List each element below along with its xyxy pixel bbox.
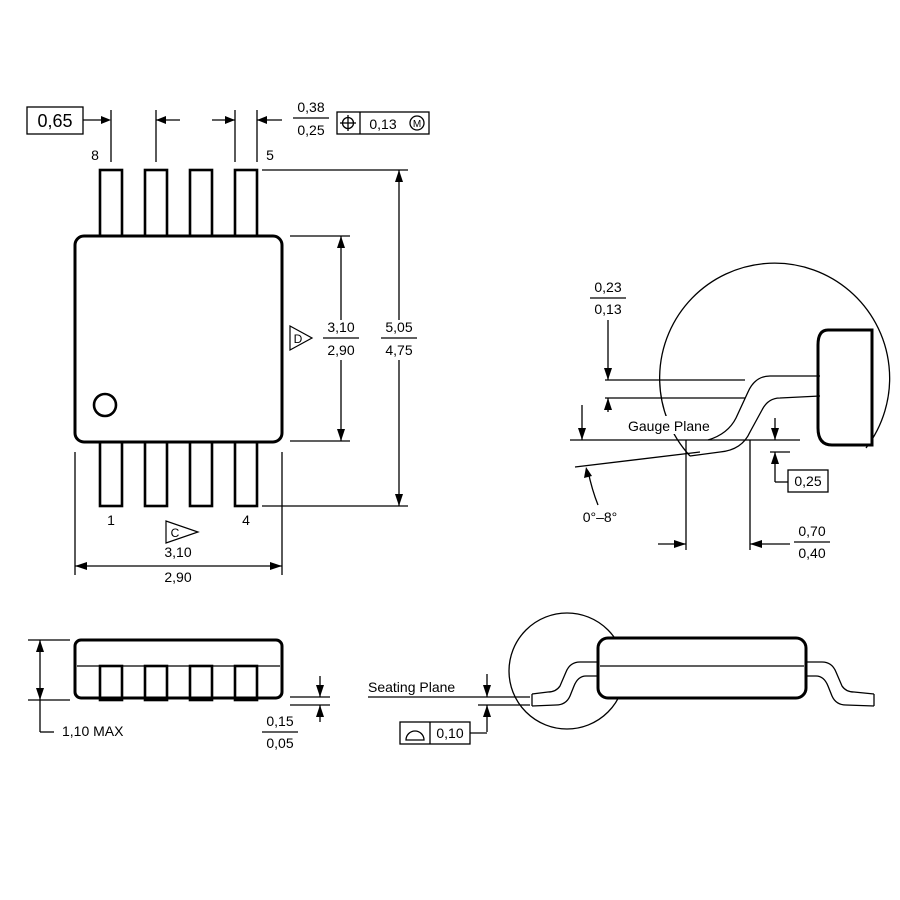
pin-top-6 — [188, 168, 214, 238]
body-length-max: 3,10 — [164, 544, 191, 560]
pin-top-5 — [233, 168, 259, 238]
angle-value: 0°–8° — [583, 509, 618, 525]
pin-top-7 — [143, 168, 169, 238]
position-tolerance-value: 0,13 — [369, 116, 396, 132]
pin-bottom-3 — [188, 440, 214, 508]
pin-bottom-1 — [98, 440, 124, 508]
seating-plane-label: Seating Plane — [368, 679, 455, 695]
pin-number-1: 1 — [107, 512, 115, 528]
overall-width-max: 5,05 — [385, 319, 412, 335]
pitch-value: 0,65 — [37, 111, 72, 131]
datum-d-icon — [289, 324, 314, 352]
overall-width-min: 4,75 — [385, 342, 412, 358]
standoff-min: 0,05 — [266, 735, 293, 751]
foot-length-min: 0,40 — [798, 545, 825, 561]
body-width-max: 3,10 — [327, 319, 354, 335]
body-length-min: 2,90 — [164, 569, 191, 585]
max-height: 1,10 MAX — [62, 723, 124, 739]
package-body — [73, 234, 284, 444]
datum-c-icon — [165, 520, 200, 544]
gauge-plane-label: Gauge Plane — [628, 418, 710, 434]
lead-thickness-max: 0,23 — [594, 279, 621, 295]
top-view: 0,65 0,38 0,25 0,13 M 8 5 1 4 — [26, 99, 430, 585]
pin-bottom-2 — [143, 440, 169, 508]
lead-width-min: 0,25 — [297, 122, 324, 138]
pin-number-8: 8 — [91, 147, 99, 163]
lead-thickness-min: 0,13 — [594, 301, 621, 317]
pin1-marker — [92, 392, 118, 418]
datum-d-label: D — [294, 332, 303, 346]
flatness-icon — [405, 730, 425, 741]
pin-number-4: 4 — [242, 512, 250, 528]
lead-detail: 0,23 0,13 Gauge Plane 0,25 0°–8° 0,70 0,… — [570, 262, 891, 561]
side-body — [73, 638, 284, 700]
position-icon — [340, 115, 356, 131]
standoff-max: 0,15 — [266, 713, 293, 729]
mmc-icon: M — [413, 119, 421, 130]
lead-width-max: 0,38 — [297, 99, 324, 115]
flatness-value: 0,10 — [436, 725, 463, 741]
foot-length-max: 0,70 — [798, 523, 825, 539]
gauge-value-box — [787, 469, 829, 493]
side-view: 1,10 MAX 0,15 0,05 Seating Plane 0,10 — [28, 612, 875, 751]
body-width-min: 2,90 — [327, 342, 354, 358]
datum-c-label: C — [171, 526, 180, 540]
pin-top-8 — [98, 168, 124, 238]
pin-bottom-4 — [233, 440, 259, 508]
pin-number-5: 5 — [266, 147, 274, 163]
pitch-box — [26, 106, 84, 135]
gauge-value: 0,25 — [794, 473, 821, 489]
